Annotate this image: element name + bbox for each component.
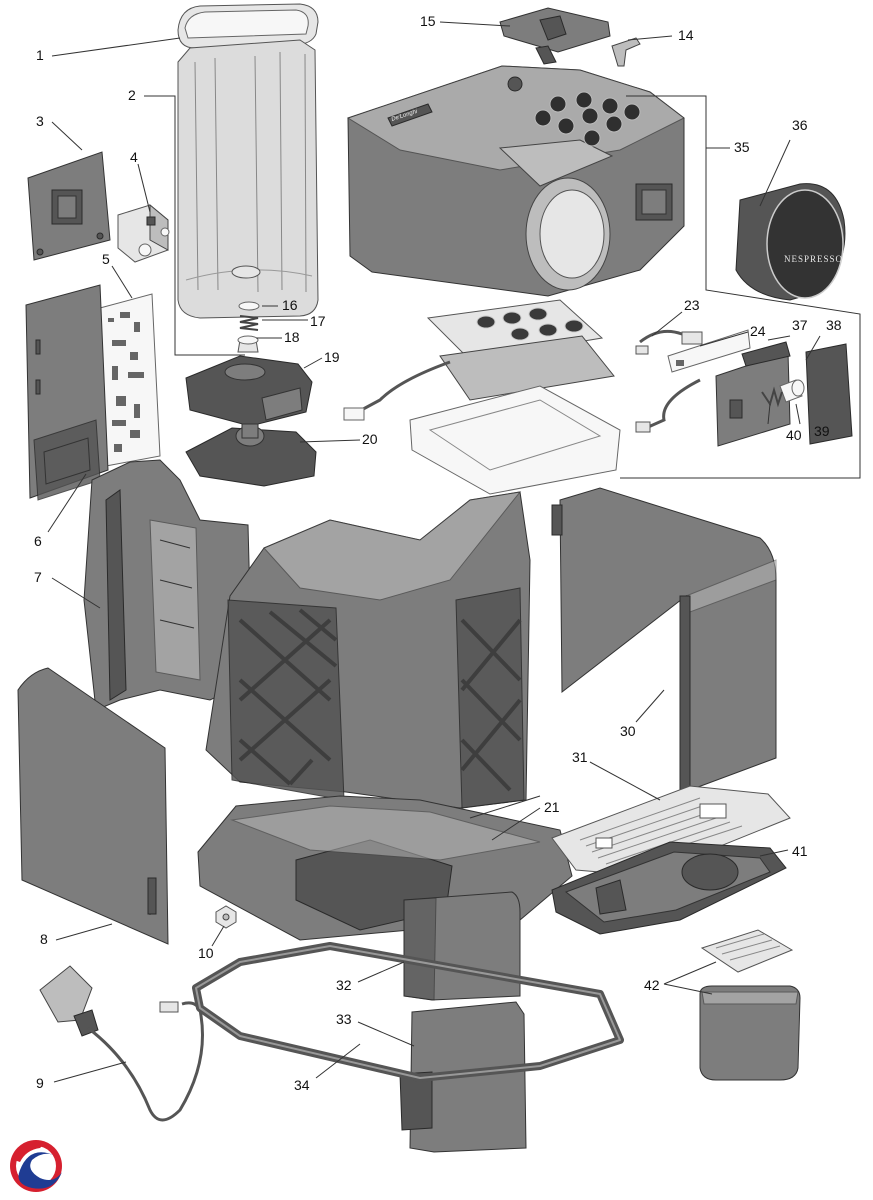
label-part-5: 5 [102, 251, 110, 267]
control-board-stack [343, 299, 621, 495]
part-16-o-ring [238, 301, 260, 311]
label-part-17: 17 [310, 313, 326, 329]
part-number-labels: 1 2 3 4 5 6 7 8 9 10 14 15 16 17 18 19 2… [34, 13, 842, 1093]
part-5-pcb [99, 293, 161, 467]
label-part-16: 16 [282, 297, 298, 313]
part-9-power-cord [39, 965, 204, 1122]
label-part-4: 4 [130, 149, 138, 165]
part-3-back-plate [27, 151, 111, 261]
part-6-inner-side-panel [25, 284, 109, 501]
label-part-32: 32 [336, 977, 352, 993]
part-8-left-cover [17, 667, 169, 945]
part-36-capsule-container: NESPRESSO [735, 183, 846, 301]
label-part-33: 33 [336, 1011, 352, 1027]
part-39-cylinder [779, 379, 805, 403]
capsule-brand-label: NESPRESSO [784, 254, 843, 264]
part-30-right-cover [551, 487, 777, 791]
label-part-41: 41 [792, 843, 808, 859]
part-24-sensor-board [635, 329, 751, 433]
part-19-brew-unit-top [185, 355, 313, 427]
part-41-drip-tray [551, 841, 787, 935]
label-part-1: 1 [36, 47, 44, 63]
label-part-39: 39 [814, 423, 830, 439]
label-part-40: 40 [786, 427, 802, 443]
label-part-10: 10 [198, 945, 214, 961]
label-part-8: 8 [40, 931, 48, 947]
label-part-15: 15 [420, 13, 436, 29]
part-32-front-column [403, 891, 521, 1001]
label-part-3: 3 [36, 113, 44, 129]
part-7-left-frame [83, 459, 253, 711]
label-part-30: 30 [620, 723, 636, 739]
label-part-23: 23 [684, 297, 700, 313]
label-part-14: 14 [678, 27, 694, 43]
label-part-9: 9 [36, 1075, 44, 1091]
part-35-top-housing: De'Longhi [346, 65, 685, 297]
part-1-tank-lid [177, 3, 319, 49]
label-part-34: 34 [294, 1077, 310, 1093]
main-chassis [205, 491, 531, 809]
label-part-20: 20 [362, 431, 378, 447]
label-part-18: 18 [284, 329, 300, 345]
part-37-side-bracket [715, 341, 791, 447]
corner-logo-icon [10, 1140, 62, 1192]
part-14-pin [611, 37, 641, 67]
part-40-spring [761, 386, 783, 408]
part-42-capsule-container [699, 929, 801, 1081]
label-part-38: 38 [826, 317, 842, 333]
label-part-7: 7 [34, 569, 42, 585]
label-part-19: 19 [324, 349, 340, 365]
part-15-top-bracket [499, 7, 611, 65]
label-part-6: 6 [34, 533, 42, 549]
label-part-24: 24 [750, 323, 766, 339]
part-2-water-tank [177, 39, 319, 319]
label-part-35: 35 [734, 139, 750, 155]
part-10-nut [215, 905, 237, 929]
part-34-base-frame [192, 942, 624, 1082]
leader-lines [47, 21, 861, 1083]
label-part-42: 42 [644, 977, 660, 993]
part-23-cable-module [635, 329, 703, 355]
part-17-spring [239, 315, 259, 331]
label-part-31: 31 [572, 749, 588, 765]
label-part-21: 21 [544, 799, 560, 815]
label-part-2: 2 [128, 87, 136, 103]
part-31-drip-grid [551, 785, 791, 877]
part-20-brew-unit-base [185, 423, 317, 487]
part-38-side-cover [805, 343, 853, 445]
part-18-valve [237, 335, 259, 353]
label-part-37: 37 [792, 317, 808, 333]
part-4-valve-block [117, 203, 170, 263]
label-part-36: 36 [792, 117, 808, 133]
